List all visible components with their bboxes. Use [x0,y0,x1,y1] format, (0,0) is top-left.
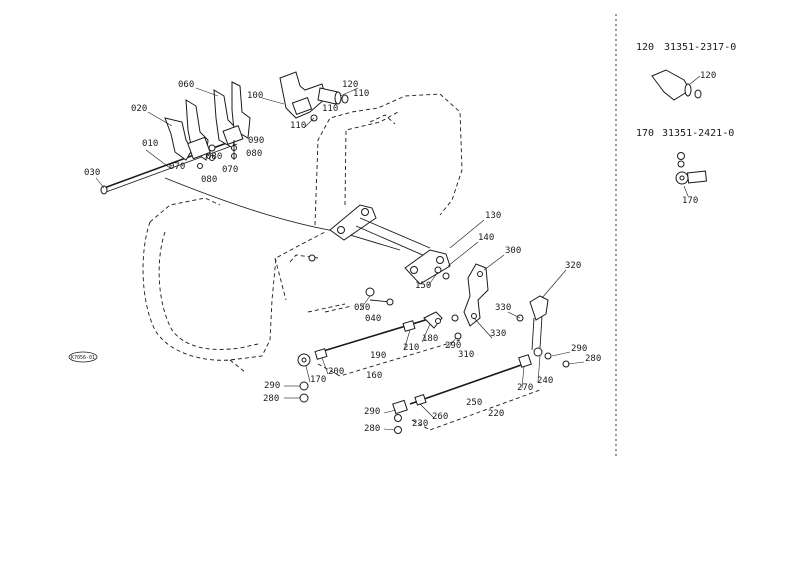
shift-fork-060 [213,81,251,149]
callout-c060: 060 [178,80,194,90]
inset-sub-170: 170 [682,196,698,206]
inset-number-170: 31351-2421-0 [662,128,734,139]
callout-c290b: 290 [264,381,280,391]
callout-c220: 220 [488,409,504,419]
rod-250 [392,354,570,434]
inset-sub-120: 120 [700,71,716,81]
bolts [308,254,524,340]
callout-c080b: 080 [201,175,217,185]
callout-c280b: 280 [585,354,601,364]
callout-c110a: 110 [290,121,306,131]
callout-c250: 250 [466,398,482,408]
callout-c190: 190 [370,351,386,361]
pins-080-090 [197,140,237,169]
callout-c300: 300 [505,246,521,256]
callout-c290c: 290 [571,344,587,354]
callout-c230: 230 [412,419,428,429]
inset-part-120: 120 31351-2317-0 120 [636,42,736,101]
callout-c180: 180 [422,334,438,344]
callout-c290d: 290 [364,407,380,417]
callout-c240: 240 [537,376,553,386]
callout-c160: 160 [366,371,382,381]
callout-c030: 030 [84,168,100,178]
shaft-120 [310,87,349,122]
callout-c120: 120 [342,80,358,90]
callout-c110c: 110 [353,89,369,99]
callout-c210: 210 [403,343,419,353]
callout-c290a: 290 [445,341,461,351]
shift-arm-130 [329,204,451,285]
inset-part-170: 170 31351-2421-0 170 [636,128,734,206]
callout-c070a: 070 [169,162,185,172]
callout-c260: 260 [432,412,448,422]
callout-c150: 150 [415,281,431,291]
callout-c090: 090 [248,136,264,146]
fork-100 [279,71,327,119]
callout-c140: 140 [478,233,494,243]
callout-c270: 270 [517,383,533,393]
callout-c320: 320 [565,261,581,271]
callout-c280c: 280 [364,424,380,434]
callout-c040: 040 [365,314,381,324]
callout-c170: 170 [310,375,326,385]
stamp-label: K7056-01 [71,355,95,361]
callout-c070b: 070 [222,165,238,175]
callout-c330a: 330 [495,303,511,313]
callout-c020: 020 [131,104,147,114]
callout-c080c: 080 [246,149,262,159]
callout-c280a: 280 [263,394,279,404]
callout-c110b: 110 [322,104,338,114]
shift-fork-020 [164,99,211,161]
callout-c100: 100 [247,91,263,101]
reference-stamp: K7056-01 [68,351,98,363]
leader-lines [95,87,585,431]
link-320 [529,295,552,360]
callout-c200: 200 [328,367,344,377]
rod-190 [297,311,461,403]
transmission-housing [142,93,463,373]
callout-c080a: 080 [206,152,222,162]
callout-c130: 130 [485,211,501,221]
bracket-300 [463,263,489,327]
callout-c050: 050 [354,303,370,313]
callout-c010: 010 [142,139,158,149]
callout-c330b: 330 [490,329,506,339]
inset-ref-170: 170 [636,128,654,139]
callout-c310: 310 [458,350,474,360]
inset-number-120: 31351-2317-0 [664,42,736,53]
inset-ref-120: 120 [636,42,654,53]
